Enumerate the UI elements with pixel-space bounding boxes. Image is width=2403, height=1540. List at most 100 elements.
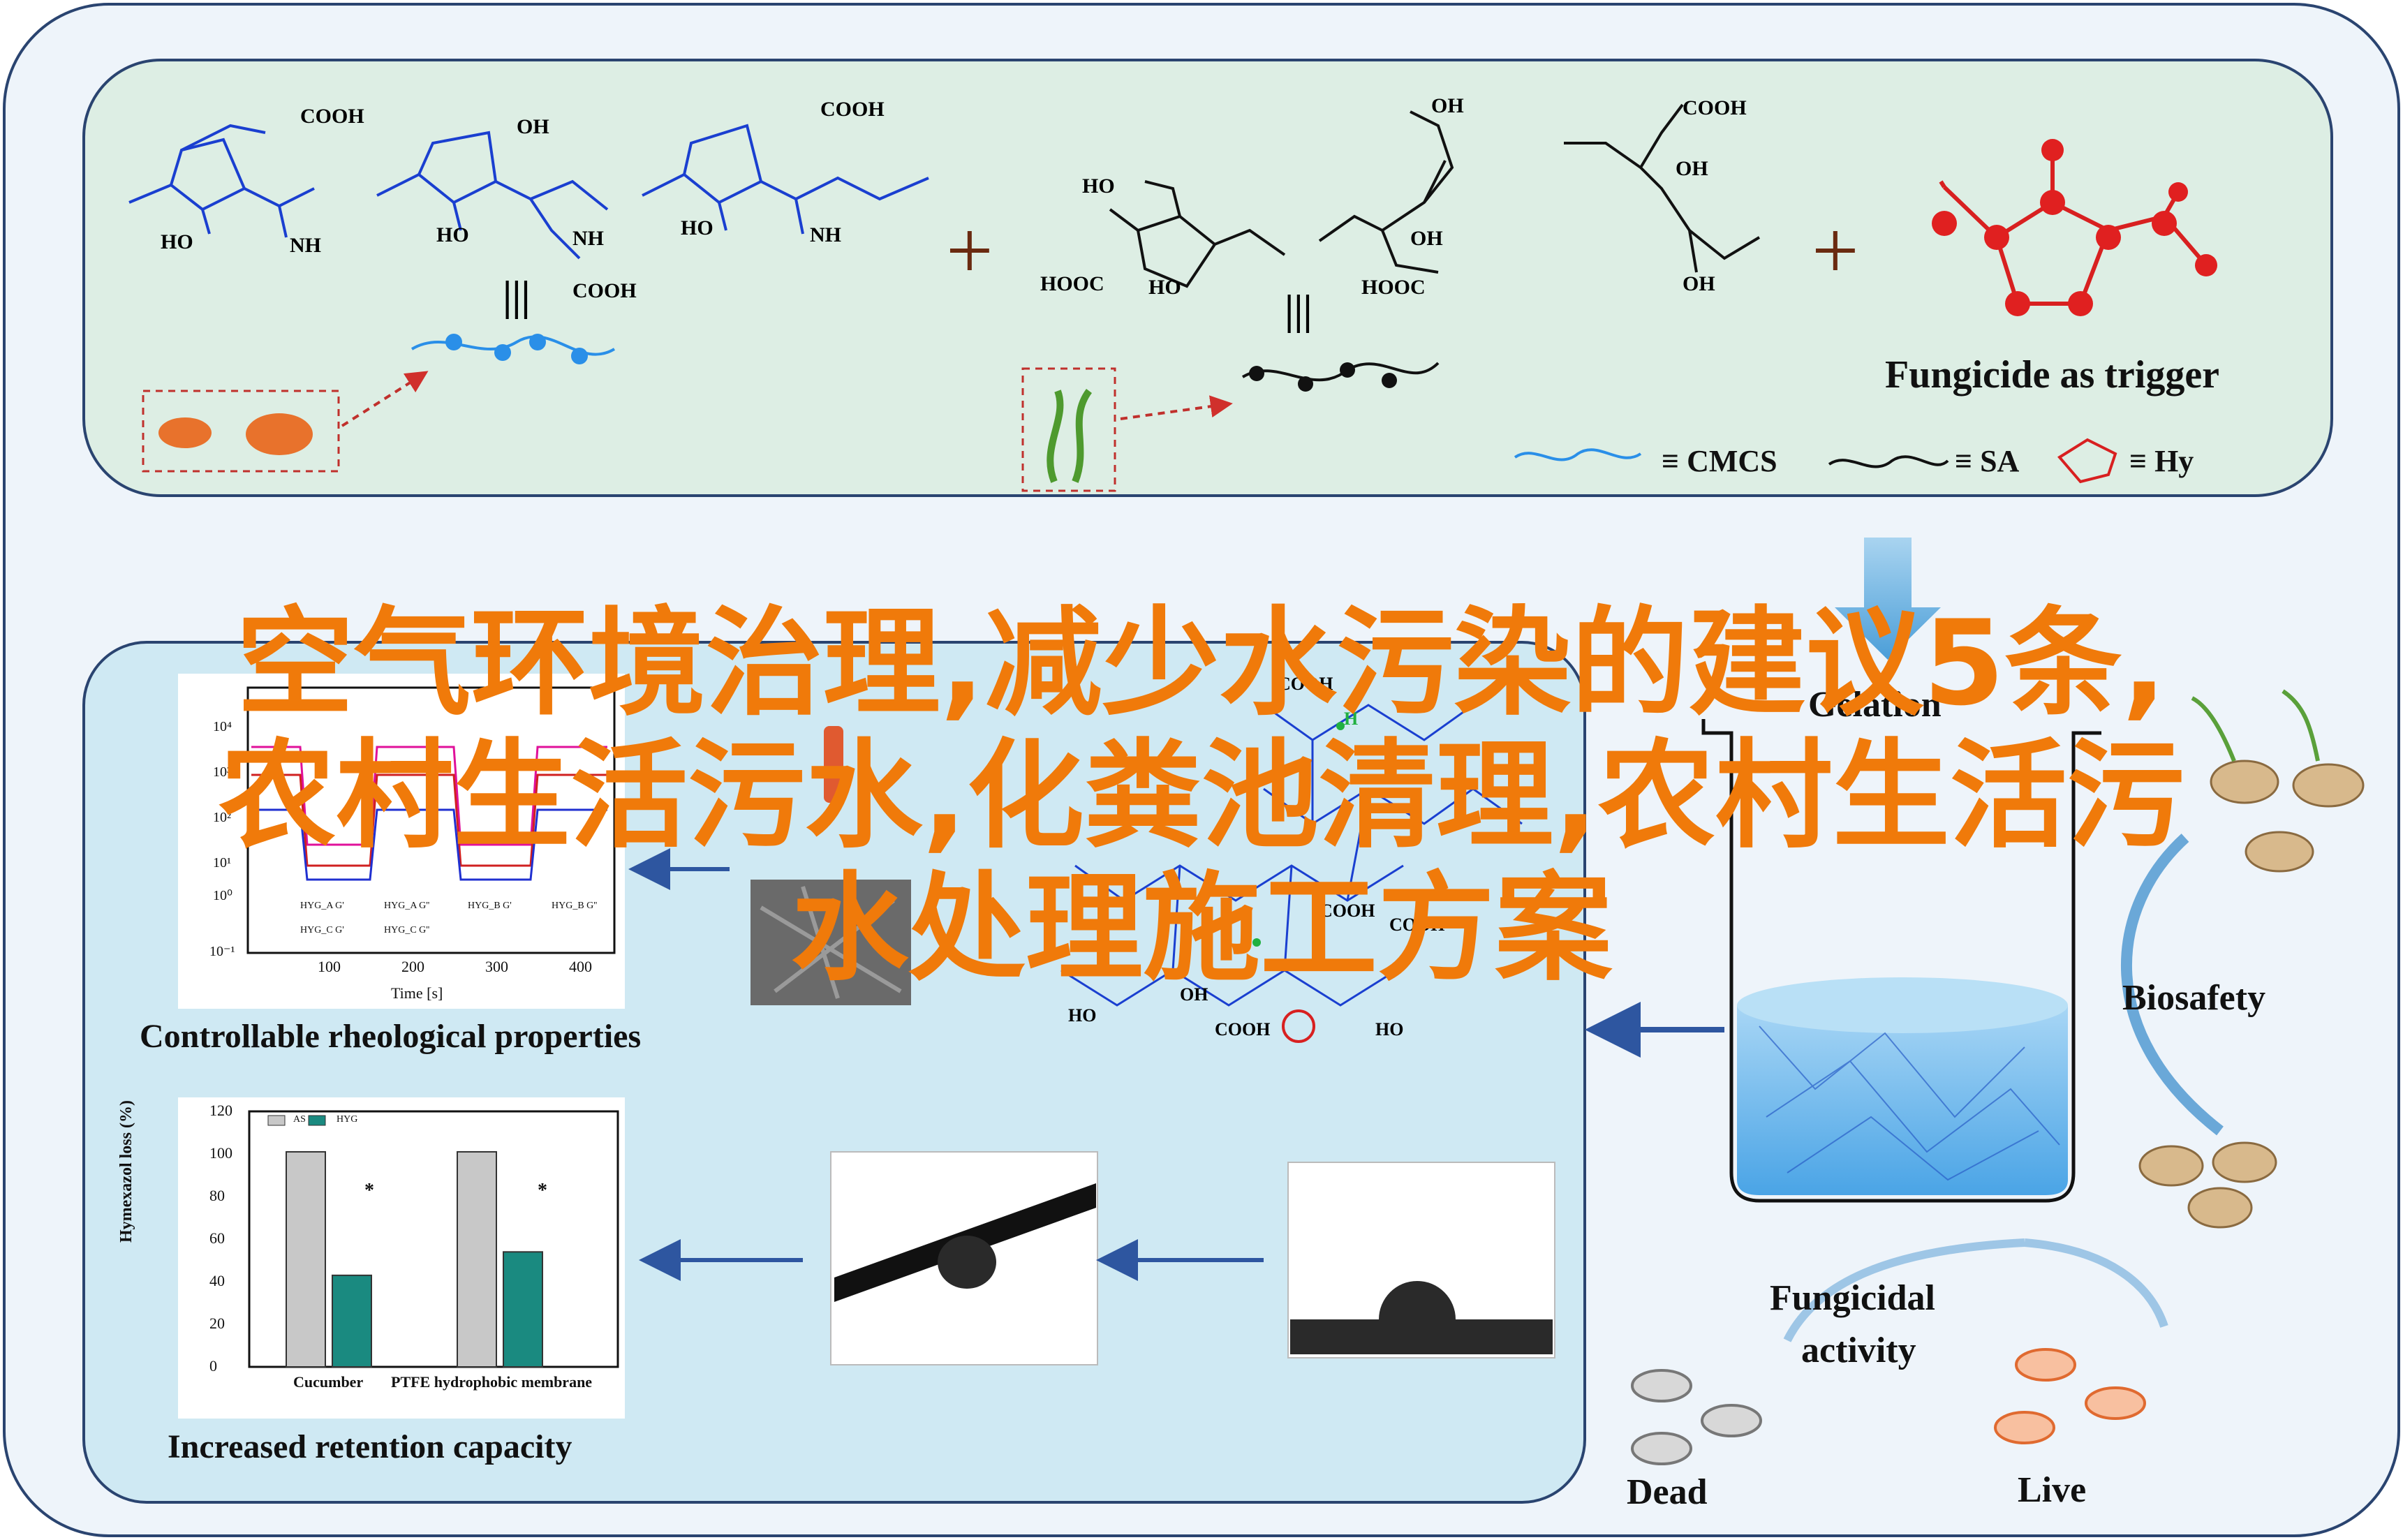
chem-oh-sa-1: OH: [1431, 94, 1464, 117]
chem-oh-sa-2: OH: [1410, 227, 1443, 250]
bar-as-1: [457, 1150, 497, 1368]
retention-bars: [267, 1115, 543, 1368]
beaker-liquid: [1737, 1005, 2068, 1195]
chem-oh-sa-4: OH: [1683, 272, 1715, 295]
legend-sa-label: ≡ SA: [1955, 444, 2020, 478]
rheology-ytick-6: 10⁻¹: [209, 944, 235, 959]
seaweed-source-box: [1021, 367, 1116, 492]
mesh-red-rings: [1282, 1009, 1315, 1043]
legend-hy-glyph: [2057, 438, 2117, 484]
arrow-to-dead: [1783, 1238, 2025, 1342]
retention-xlabel-2: PTFE hydrophobic membrane: [391, 1373, 593, 1391]
legend-sa-glyph: [1828, 455, 1949, 468]
rheology-legend-1: HYG_A G': [300, 901, 344, 911]
chem-cooh-sa: COOH: [1683, 96, 1747, 119]
retention-plot-area: [248, 1110, 619, 1368]
plus-sign-2: +: [1812, 204, 1859, 297]
retention-caption: Increased retention capacity: [168, 1428, 572, 1465]
chem-triple-2: |||: [1285, 287, 1313, 333]
rheology-legend-6: HYG_C G'': [384, 925, 430, 935]
chem-ho-1: HO: [161, 230, 193, 253]
rheology-legend-2: HYG_A G'': [384, 901, 430, 911]
top-panel: [82, 59, 2333, 497]
retention-chart-bg: [178, 1097, 625, 1419]
sem-image: [751, 880, 911, 1005]
legend-hy-label: ≡ Hy: [2129, 444, 2194, 478]
retention-sig-2: *: [538, 1180, 547, 1201]
arrow-shell-to-cmcs: [341, 371, 429, 427]
mesh-cooh-1: COOH: [1278, 674, 1333, 694]
overlay-title-line-3: 水处理施工方案: [791, 860, 1612, 997]
retention-xlabel-1: Cucumber: [293, 1373, 364, 1391]
chem-cooh-1: COOH: [300, 105, 364, 128]
chem-ho-sa-1: HO: [1082, 175, 1115, 198]
beaker: [1701, 719, 2101, 1203]
overlay-title-line-2: 农村生活污水,化粪池清理,农村生活污: [219, 727, 2184, 864]
retention-legend-hyg: HYG: [337, 1114, 358, 1125]
mesh-cooh-4: COOH: [1215, 1019, 1271, 1039]
rheology-legend-box: [269, 897, 600, 946]
legend-cmcs-glyph: [1514, 448, 1642, 461]
live-fungi-icons: [1994, 1348, 2146, 1444]
mesh-oh-1: OH: [1180, 984, 1208, 1005]
rheology-caption: Controllable rheological properties: [140, 1018, 642, 1055]
sa-molecule: [1109, 103, 1761, 288]
retention-ytick: 40: [209, 1272, 225, 1289]
biosafety-arrow: [2121, 834, 2224, 1136]
sa-stars: [1249, 362, 1397, 392]
beaker-network: [1759, 1026, 2060, 1181]
legend-swatch-as: [267, 1115, 286, 1126]
droplet-tilted: [938, 1236, 996, 1289]
chem-oh-1: OH: [517, 115, 549, 138]
sprout-icons: [2191, 689, 2320, 762]
activity-label: activity: [1801, 1331, 1916, 1370]
rheology-legend-4: HYG_B G'': [552, 901, 598, 911]
shrimp-icon: [158, 417, 212, 448]
bar-hyg-0: [332, 1274, 372, 1368]
fungicidal-label: Fungicidal: [1770, 1278, 1935, 1318]
chem-hooc-sa-2: HOOC: [1361, 276, 1426, 299]
bar-hyg-1: [503, 1251, 543, 1368]
rheology-lines: [251, 746, 607, 881]
retention-ytick: 60: [209, 1229, 225, 1247]
chem-cooh-3: COOH: [820, 98, 885, 121]
rheology-legend-5: HYG_C G': [300, 925, 344, 935]
legend-swatch-hyg: [308, 1115, 326, 1126]
cmcs-molecule: [128, 124, 929, 260]
rheology-ytick-3: 10²: [213, 810, 231, 825]
vial-icon: [824, 726, 843, 803]
mesh-cooh-2: COOH: [1319, 901, 1375, 921]
rheology-legend-3: HYG_B G': [468, 901, 512, 911]
retention-ylabel: Hymexazol loss (%): [117, 1100, 135, 1243]
mesh-ho-2: HO: [1375, 1019, 1404, 1039]
rheology-ytick-5: 10⁰: [213, 888, 233, 903]
mesh-hbond-dots: [1204, 722, 1393, 947]
rheology-ytick-1: 10⁴: [213, 719, 232, 734]
chem-cooh-2: COOH: [572, 279, 637, 302]
retention-ytick: 100: [209, 1144, 232, 1162]
biosafety-label: Biosafety: [2122, 978, 2266, 1018]
chem-hooc-sa-1: HOOC: [1040, 272, 1104, 295]
seaweed-icon: [1047, 389, 1093, 483]
rheology-xlabel: Time [s]: [391, 984, 443, 1002]
gelation-label: Gelation: [1808, 685, 1942, 725]
legend-cmcs-label: ≡ CMCS: [1662, 444, 1777, 478]
retention-ytick: 0: [209, 1357, 217, 1375]
beaker-liquid-surface: [1737, 977, 2068, 1033]
rheology-ytick-4: 10¹: [213, 855, 231, 871]
seed-icons: [2138, 760, 2365, 1229]
rheology-xtick-4: 400: [569, 958, 592, 975]
chem-ho-sa-2: HO: [1148, 276, 1181, 299]
plus-sign-1: +: [946, 204, 993, 297]
rheology-xtick-3: 300: [485, 958, 508, 975]
chem-triple-1: |||: [503, 273, 531, 319]
retention-ytick: 120: [209, 1102, 232, 1119]
fungicide-trigger-label: Fungicide as trigger: [1885, 353, 2220, 397]
down-arrow: [1835, 538, 1941, 660]
chem-ho-3: HO: [681, 216, 713, 239]
crab-icon: [246, 413, 313, 455]
chem-ho-2: HO: [436, 223, 469, 246]
retention-ytick: 80: [209, 1187, 225, 1204]
